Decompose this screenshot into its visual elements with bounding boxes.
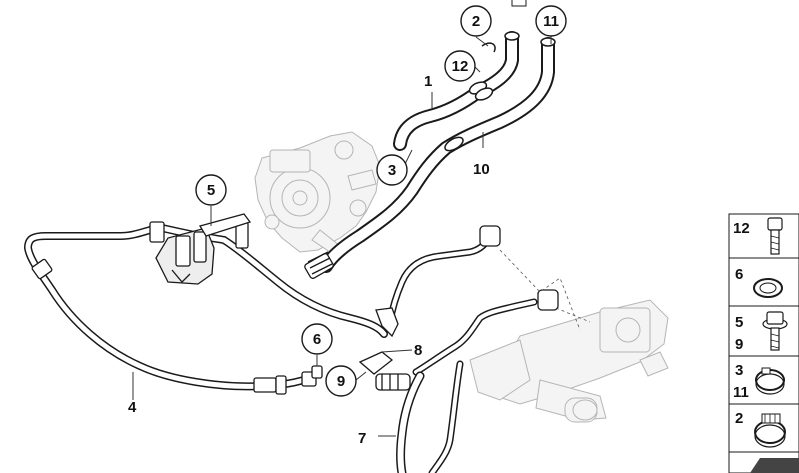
cropped-top-marks [511, 0, 527, 7]
steering-gear [469, 299, 669, 423]
callout-7: 7 [358, 430, 366, 447]
bracket-assembly [149, 213, 252, 285]
pressure-line-4-hose-sections [31, 258, 323, 395]
callout-9-label: 9 [337, 373, 345, 390]
callout-11-label: 11 [543, 13, 559, 30]
legend-row-6-label: 6 [735, 266, 743, 283]
callout-10: 10 [473, 161, 490, 178]
legend-footer-mark [750, 458, 799, 473]
pressure-line-4 [23, 223, 388, 391]
callout-11: 11 [535, 5, 567, 37]
callout-12-label: 12 [452, 58, 469, 75]
legend-row-5-label: 5 [735, 314, 743, 331]
reservoir-hose-10 [319, 37, 555, 273]
hose-clamp-icon [755, 367, 785, 395]
callout-2: 2 [460, 5, 492, 37]
flange-bolt-icon [762, 311, 788, 351]
legend-row-3-label: 3 [735, 362, 743, 379]
callout-2-label: 2 [472, 13, 480, 30]
power-steering-pump [254, 131, 381, 253]
legend-row-11-label: 11 [733, 384, 749, 401]
hose-end-fitting-pump [304, 251, 334, 279]
callout-4: 4 [128, 399, 137, 416]
legend-row-12-label: 12 [733, 220, 750, 237]
screw-clamp-icon [754, 413, 786, 448]
callout-10-label: 10 [473, 161, 490, 178]
callout-6: 6 [301, 323, 333, 355]
parts-legend: 12 6 5 9 3 11 2 [728, 213, 799, 473]
callout-4-label: 4 [128, 399, 137, 416]
callout-8: 8 [414, 342, 422, 359]
leader-dashed-lines [499, 249, 591, 331]
callout-5: 5 [195, 174, 227, 206]
hose-clamps-top [444, 31, 556, 152]
callout-7-label: 7 [358, 430, 366, 447]
callout-1-label: 1 [424, 73, 432, 90]
seal-ring-icon [753, 278, 783, 298]
callout-6-label: 6 [313, 331, 321, 348]
legend-row-2-label: 2 [735, 410, 743, 427]
callout-1: 1 [424, 73, 432, 90]
callout-3: 3 [376, 154, 408, 186]
callout-12: 12 [444, 50, 476, 82]
callout-9: 9 [325, 365, 357, 397]
bolt-icon [767, 217, 783, 255]
legend-row-9-label: 9 [735, 336, 743, 353]
callout-5-label: 5 [207, 182, 215, 199]
reservoir-hose-1 [393, 31, 519, 151]
return-line-fittings [358, 225, 559, 391]
callout-8-label: 8 [414, 342, 422, 359]
return-line-7 [386, 232, 538, 473]
callout-3-label: 3 [388, 162, 396, 179]
